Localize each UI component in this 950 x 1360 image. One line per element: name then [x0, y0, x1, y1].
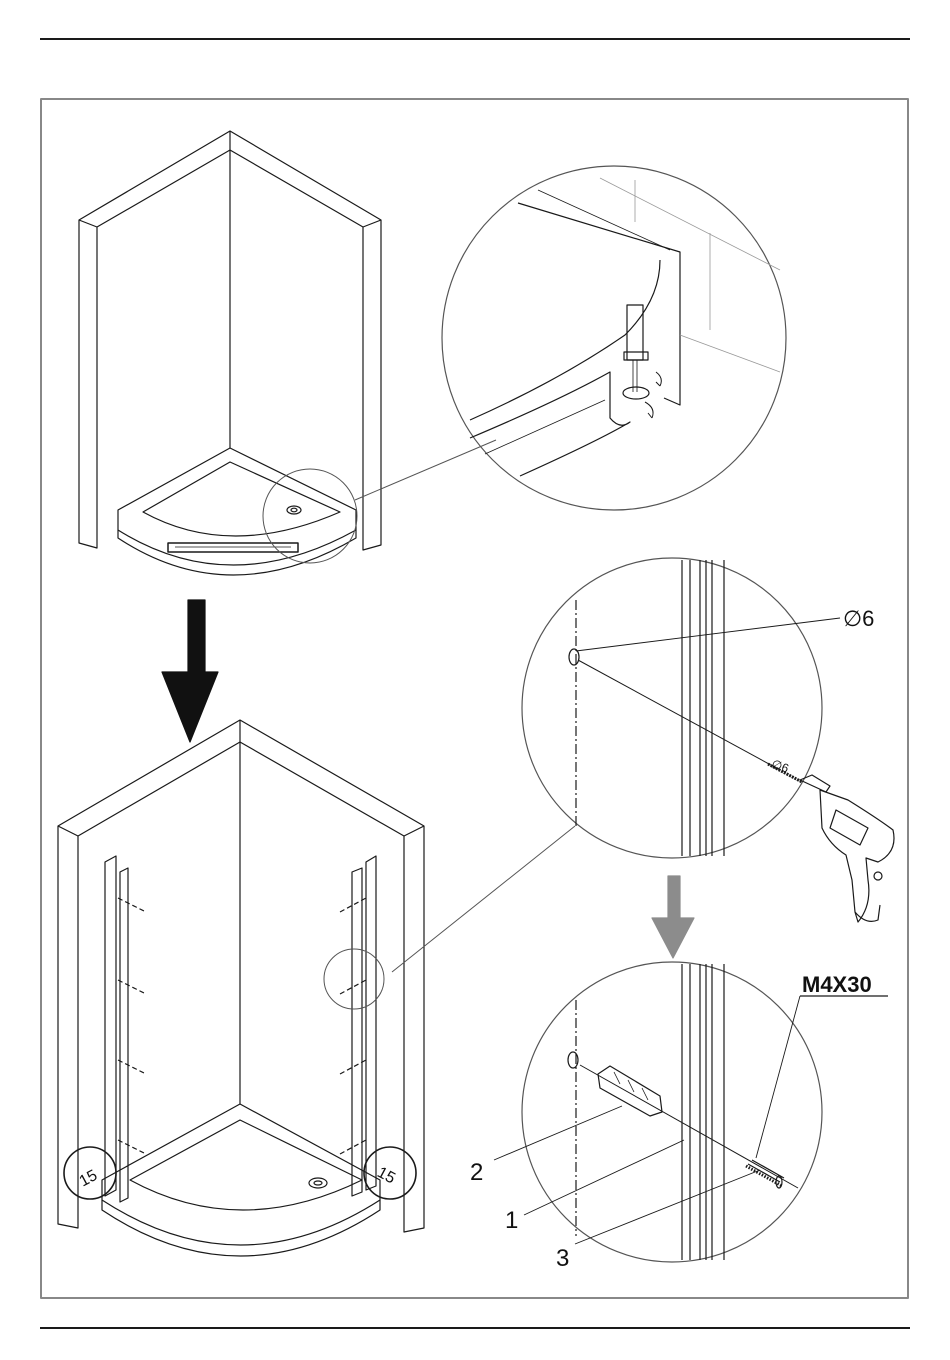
wall-plug-icon — [598, 1066, 662, 1116]
hole-diameter-label: ∅6 — [843, 606, 874, 631]
part-2-label: 2 — [470, 1159, 483, 1186]
corner-walls-with-profiles — [58, 720, 575, 1256]
part-3-label: 3 — [556, 1245, 569, 1272]
part-1-label: 1 — [505, 1207, 518, 1234]
diagram-frame — [41, 99, 908, 1298]
gap-left-label: 15 — [77, 1167, 101, 1190]
fixing-detail — [494, 962, 888, 1262]
power-drill-icon — [800, 775, 894, 922]
leveling-foot-detail — [442, 166, 786, 510]
gap-right-label: 15 — [374, 1164, 398, 1187]
corner-walls-with-tray — [79, 131, 496, 575]
step-arrow-icon — [652, 876, 694, 958]
down-arrow-icon — [162, 600, 218, 742]
drilling-detail — [522, 558, 894, 922]
screw-spec-label: M4X30 — [802, 972, 872, 997]
